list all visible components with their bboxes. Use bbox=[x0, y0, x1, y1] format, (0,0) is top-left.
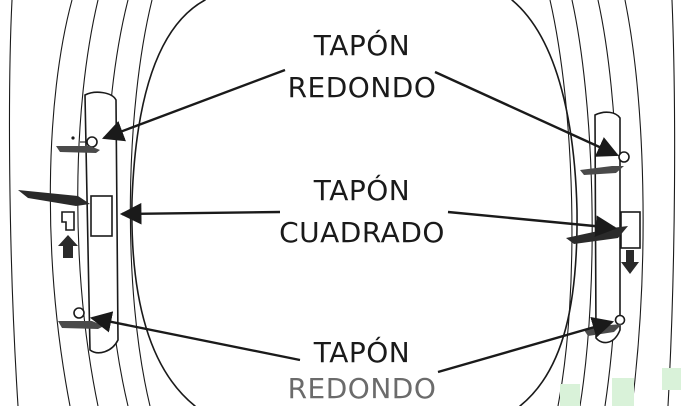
door-opening-outline-right bbox=[511, 0, 578, 406]
right-frame-edge-3 bbox=[571, 0, 593, 406]
label-top-line2: REDONDO bbox=[288, 71, 437, 104]
label-middle-line2: CUADRADO bbox=[279, 216, 445, 249]
leader-top-to-right-plug bbox=[434, 70, 619, 157]
leader-bottom-to-left-plug bbox=[89, 311, 301, 362]
label-top-line1: TAPÓN bbox=[313, 28, 410, 62]
left-frame-edge-1 bbox=[49, 0, 73, 406]
right-bottom-round-plug bbox=[614, 314, 626, 326]
label-bottom-line1: TAPÓN bbox=[313, 335, 410, 369]
door-opening-outline bbox=[131, 0, 206, 406]
left-middle-pointer bbox=[18, 190, 90, 206]
left-square-plug bbox=[90, 195, 113, 237]
left-frame-edge-2 bbox=[77, 0, 99, 406]
left-up-arrow bbox=[58, 235, 78, 258]
left-top-small-dot bbox=[71, 136, 75, 140]
left-frame-edge-4 bbox=[129, 0, 153, 406]
label-bottom-line2: REDONDO bbox=[288, 372, 437, 405]
right-frame-edge-4 bbox=[549, 0, 573, 406]
leader-middle-to-left-plug bbox=[119, 202, 281, 225]
left-frame-edge-outer bbox=[8, 0, 19, 406]
right-top-round-plug bbox=[618, 151, 630, 163]
left-top-round-plug bbox=[86, 136, 98, 148]
right-down-arrow bbox=[621, 250, 639, 274]
left-clip-shape bbox=[61, 211, 75, 231]
left-bottom-round-plug bbox=[73, 307, 85, 319]
leader-bottom-to-right-plug bbox=[437, 316, 615, 374]
leader-top-to-left-plug bbox=[101, 68, 286, 142]
right-frame-edge-1 bbox=[624, 0, 644, 406]
right-top-pointer bbox=[580, 166, 624, 175]
label-middle-line1: TAPÓN bbox=[313, 173, 410, 207]
watermark-square-2 bbox=[612, 378, 634, 406]
watermark-square-1 bbox=[560, 384, 580, 406]
right-frame-edge-outer bbox=[667, 0, 676, 406]
left-top-pointer bbox=[56, 146, 100, 153]
leader-middle-to-right-plug bbox=[447, 210, 618, 237]
watermark-square-3 bbox=[662, 368, 681, 390]
